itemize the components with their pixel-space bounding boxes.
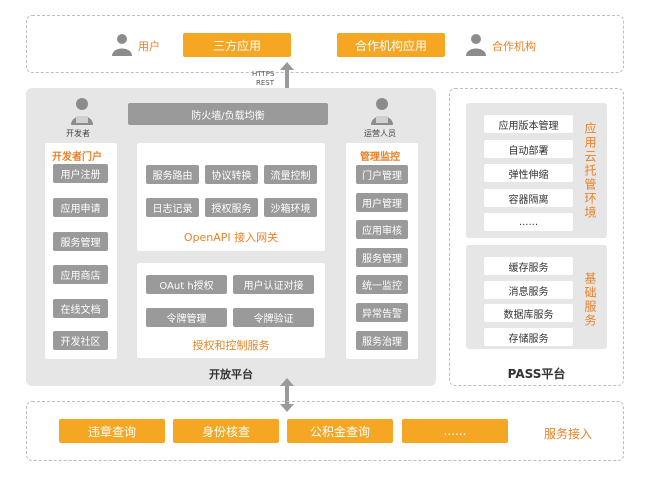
basic-item[interactable]: 缓存服务	[484, 257, 573, 275]
cloud-item[interactable]: 应用版本管理	[484, 115, 573, 133]
dev-portal-item[interactable]: 在线文档	[53, 299, 108, 318]
gateway-item[interactable]: 沙箱环境	[264, 198, 317, 217]
firewall-bar: 防火墙/负载均衡	[128, 103, 328, 125]
https-label: HTTPS	[252, 70, 275, 78]
monitor-item[interactable]: 服务管理	[356, 248, 408, 267]
service-item[interactable]: ......	[402, 419, 508, 443]
monitor-item[interactable]: 用户管理	[356, 193, 408, 212]
basic-item[interactable]: 存储服务	[484, 328, 573, 346]
gateway-item[interactable]: 日志记录	[146, 198, 199, 217]
gateway-item[interactable]: 授权服务	[205, 198, 258, 217]
dev-portal-item[interactable]: 开发社区	[53, 331, 108, 350]
service-item[interactable]: 公积金查询	[287, 419, 393, 443]
pass-platform	[449, 88, 624, 386]
partner-label: 合作机构	[492, 40, 536, 53]
service-arrow-icon	[279, 378, 295, 412]
gateway-title: OpenAPI 接入网关	[183, 231, 279, 244]
dev-portal-item[interactable]: 应用申请	[53, 198, 108, 217]
auth-title: 授权和控制服务	[192, 339, 270, 352]
gateway-item[interactable]: 协议转换	[205, 165, 258, 184]
gateway-item[interactable]: 流量控制	[264, 165, 317, 184]
service-item[interactable]: 违章查询	[59, 419, 165, 443]
cloud-item[interactable]: 自动部署	[484, 140, 573, 158]
open-platform-title: 开放平台	[209, 368, 253, 381]
developer-icon	[68, 97, 96, 125]
third-party-app-button[interactable]: 三方应用	[183, 33, 291, 57]
auth-item[interactable]: 令牌验证	[233, 308, 314, 327]
dev-portal-item[interactable]: 服务管理	[53, 232, 108, 251]
monitor-item[interactable]: 异常告警	[356, 303, 408, 322]
cloud-item[interactable]: ......	[484, 213, 573, 231]
top-layer	[26, 15, 624, 73]
bottom-layer	[26, 401, 624, 461]
monitor-item[interactable]: 门户管理	[356, 165, 408, 184]
operator-icon	[368, 97, 396, 125]
monitor-title: 管理监控	[360, 152, 400, 163]
dev-portal-title: 开发者门户	[52, 152, 102, 163]
cloud-vertical-label: 应用云托管环境	[583, 122, 597, 220]
dev-portal-item[interactable]: 用户注册	[53, 164, 108, 183]
user-icon	[110, 32, 134, 56]
basic-vertical-label: 基础服务	[583, 272, 597, 328]
https-arrow-icon	[279, 62, 295, 96]
partner-icon	[464, 32, 488, 56]
dev-portal-item[interactable]: 应用商店	[53, 265, 108, 284]
service-item[interactable]: 身份核查	[173, 419, 279, 443]
rest-label: REST	[256, 79, 275, 87]
basic-item[interactable]: 消息服务	[484, 281, 573, 299]
gateway-panel	[137, 143, 325, 251]
service-access-label: 服务接入	[544, 427, 593, 441]
monitor-item[interactable]: 统一监控	[356, 275, 408, 294]
cloud-item[interactable]: 容器隔离	[484, 189, 573, 207]
monitor-item[interactable]: 服务治理	[356, 331, 408, 350]
monitor-item[interactable]: 应用审核	[356, 220, 408, 239]
auth-item[interactable]: 用户认证对接	[233, 275, 314, 294]
partner-app-button[interactable]: 合作机构应用	[337, 33, 445, 57]
user-label: 用户	[138, 40, 160, 53]
auth-item[interactable]: OAut h授权	[146, 275, 227, 294]
developer-label: 开发者	[66, 129, 90, 138]
pass-platform-title: PASS平台	[507, 367, 566, 381]
auth-item[interactable]: 令牌管理	[146, 308, 227, 327]
gateway-item[interactable]: 服务路由	[146, 165, 199, 184]
basic-item[interactable]: 数据库服务	[484, 304, 573, 322]
operator-label: 运营人员	[364, 129, 396, 138]
cloud-item[interactable]: 弹性伸缩	[484, 164, 573, 182]
